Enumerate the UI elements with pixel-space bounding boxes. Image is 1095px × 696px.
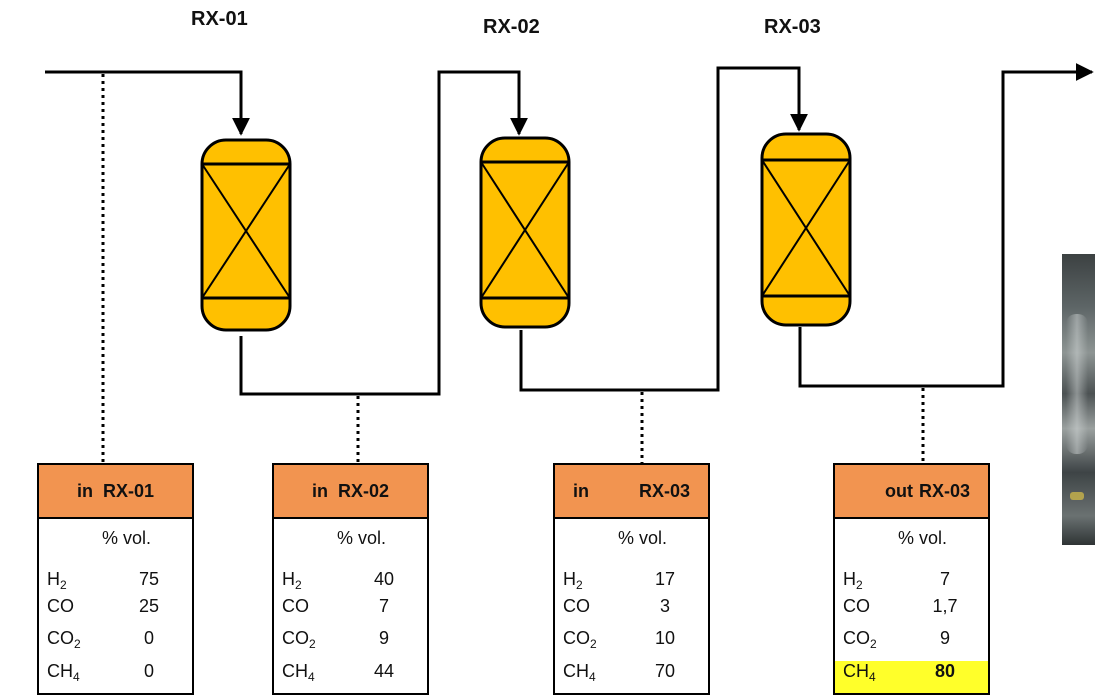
species-label: H2 [282,569,302,592]
table-header-reactor: RX-03 [638,480,691,501]
reactor-rx01-vessel [200,138,292,332]
reactor-title-rx02: RX-02 [483,16,540,38]
reactor-title-rx01: RX-01 [191,8,248,30]
species-label: H2 [843,569,863,592]
row-co: CO 25 [39,596,192,624]
species-value: 44 [373,661,395,681]
row-ch4: CH4 44 [274,661,427,689]
row-ch4-highlighted: CH4 80 [835,661,988,693]
photo-detail [1070,492,1084,500]
table-header-direction: in [311,480,328,501]
row-co2: CO2 9 [835,628,988,656]
unit-label: % vol. [618,528,668,548]
species-label: CO [563,596,590,616]
row-co: CO 3 [555,596,708,624]
row-h2: H2 40 [274,569,427,597]
species-label: CO [47,596,74,616]
equipment-photo [1062,254,1095,545]
species-label: CO2 [843,628,877,651]
reactor-title-rx03: RX-03 [764,16,821,38]
species-label: CO2 [47,628,81,651]
row-ch4: CH4 0 [39,661,192,689]
composition-table-in-rx03: in RX-03 % vol. H2 17 CO 3 CO2 10 CH4 70 [553,463,710,695]
table-header: in RX-01 [39,465,192,519]
reactor-rx02-vessel [479,136,571,329]
species-value: 9 [378,628,389,648]
species-value: 9 [939,628,950,648]
row-h2: H2 75 [39,569,192,597]
row-h2: H2 7 [835,569,988,597]
species-label: CO [282,596,309,616]
row-ch4: CH4 70 [555,661,708,689]
species-label: CH4 [47,661,80,684]
species-label: CO2 [282,628,316,651]
species-value: 40 [373,569,395,589]
table-header-reactor: RX-01 [102,480,155,501]
species-label: H2 [47,569,67,592]
table-header-reactor: RX-02 [337,480,390,501]
species-label: CH4 [843,661,876,684]
species-value: 17 [654,569,676,589]
species-value: 3 [659,596,670,616]
species-label: CO [843,596,870,616]
row-co: CO 1,7 [835,596,988,624]
species-value: 0 [143,661,154,681]
species-label: CH4 [563,661,596,684]
species-label: CH4 [282,661,315,684]
species-value: 1,7 [932,596,958,616]
species-value: 0 [143,628,154,648]
row-h2: H2 17 [555,569,708,597]
row-co2: CO2 10 [555,628,708,656]
feed-line [45,70,250,136]
table-header-direction: in [572,480,589,501]
reactor-rx03-vessel [760,132,852,327]
row-co2: CO2 0 [39,628,192,656]
species-label: CO2 [563,628,597,651]
unit-label: % vol. [337,528,387,548]
row-co2: CO2 9 [274,628,427,656]
species-value: 7 [378,596,389,616]
table-header: in RX-03 [555,465,708,519]
species-value: 70 [654,661,676,681]
composition-table-in-rx02: in RX-02 % vol. H2 40 CO 7 CO2 9 CH4 44 [272,463,429,695]
unit-label: % vol. [898,528,948,548]
species-value: 75 [138,569,160,589]
species-value: 80 [934,661,956,681]
species-value: 25 [138,596,160,616]
pipe-rx02-rx03 [519,66,808,392]
species-label: H2 [563,569,583,592]
outlet-line [798,63,1094,388]
row-co: CO 7 [274,596,427,624]
species-value: 7 [939,569,950,589]
table-header-direction: in [76,480,93,501]
table-header: out RX-03 [835,465,988,519]
table-header-direction: out [884,480,913,501]
composition-table-in-rx01: in RX-01 % vol. H2 75 CO 25 CO2 0 CH4 0 [37,463,194,695]
pipe-rx01-rx02 [239,70,528,396]
species-value: 10 [654,628,676,648]
table-header-reactor: RX-03 [918,480,970,501]
photo-highlight [1066,314,1088,454]
composition-table-out-rx03: out RX-03 % vol. H2 7 CO 1,7 CO2 9 CH4 8… [833,463,990,695]
unit-label: % vol. [102,528,152,548]
table-header: in RX-02 [274,465,427,519]
